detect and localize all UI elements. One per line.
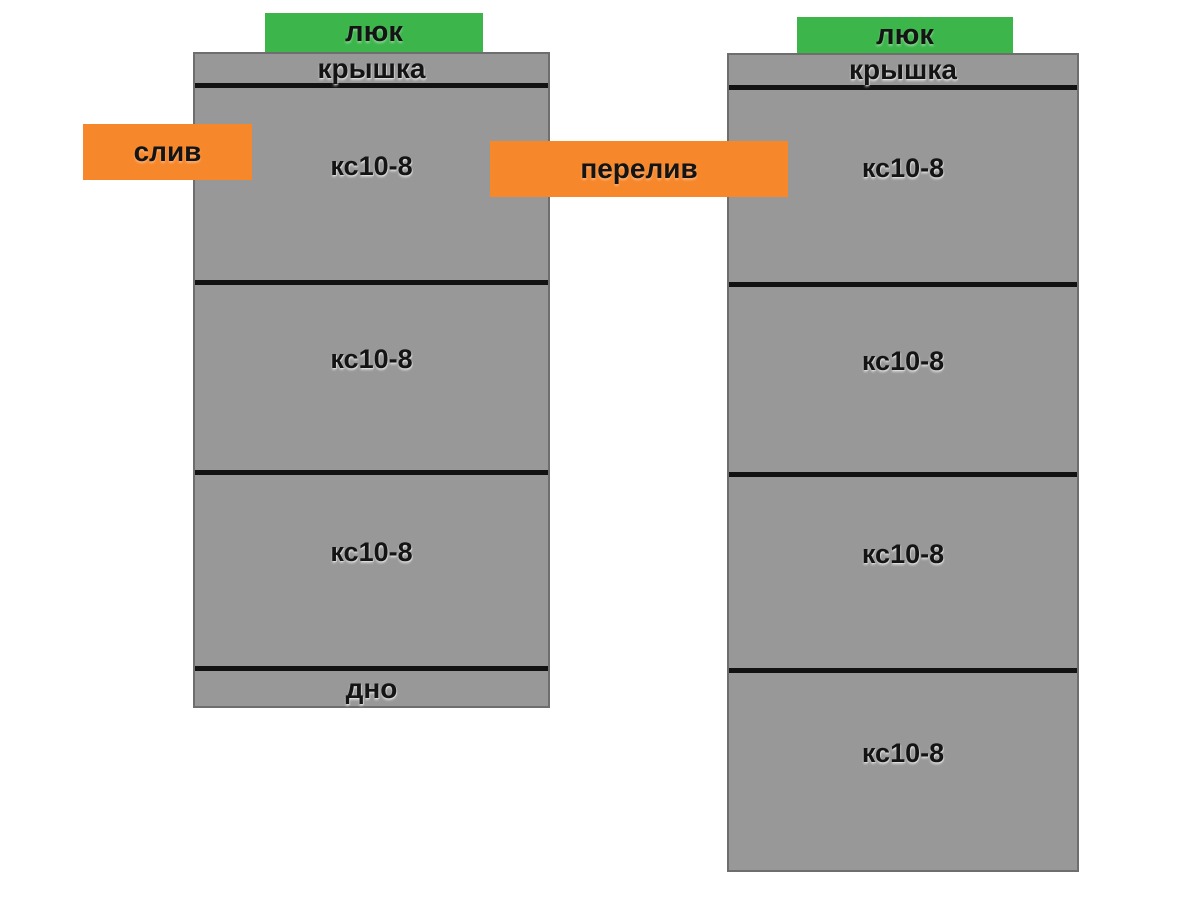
right-ring-4: кс10-8 [729, 673, 1077, 870]
ring-label: кс10-8 [330, 537, 413, 567]
bottom-label: дно [345, 672, 398, 704]
ring-label: кс10-8 [861, 346, 945, 376]
left-ring-1: кс10-8 [195, 88, 548, 285]
ring-label: кс10-8 [330, 344, 413, 374]
cover-label: крышка [317, 52, 426, 84]
cover-label: крышка [849, 54, 957, 85]
ring-label: кс10-8 [861, 539, 945, 569]
left-ring-2: кс10-8 [195, 285, 548, 475]
right-ring-1: кс10-8 [729, 90, 1077, 287]
right-hatch-label: люк [797, 17, 1013, 53]
left-bottom-section: дно [195, 671, 548, 706]
ring-label: кс10-8 [330, 150, 413, 181]
drain-pipe-label: слив [83, 124, 252, 180]
ring-label: кс10-8 [861, 152, 945, 183]
left-ring-3: кс10-8 [195, 475, 548, 671]
ring-label: кс10-8 [861, 738, 945, 768]
right-cover-section: крышка [729, 54, 1077, 90]
left-hatch-label: люк [265, 13, 483, 52]
right-ring-2: кс10-8 [729, 287, 1077, 477]
right-ring-3: кс10-8 [729, 477, 1077, 673]
overflow-pipe-label: перелив [490, 141, 788, 197]
left-cover-section: крышка [195, 52, 548, 88]
